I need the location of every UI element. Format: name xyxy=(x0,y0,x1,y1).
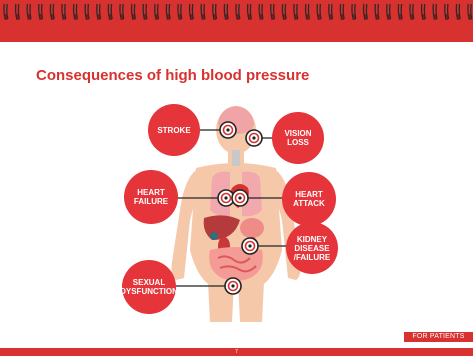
badge-vision-loss-label: VISION LOSS xyxy=(284,129,311,147)
badge-stroke-label: STROKE xyxy=(157,126,190,135)
badge-kidney-disease-label: KIDNEY DISEASE /FAILURE xyxy=(294,235,330,262)
badge-heart-failure: HEART FAILURE xyxy=(124,170,178,224)
badge-stroke: STROKE xyxy=(148,104,200,156)
badge-vision-loss: VISION LOSS xyxy=(272,112,324,164)
badge-heart-failure-label: HEART FAILURE xyxy=(134,188,168,206)
audience-tag: FOR PATIENTS xyxy=(404,332,473,342)
kidney-target-icon xyxy=(242,238,258,254)
stomach-organ xyxy=(240,218,264,238)
stroke-target-icon xyxy=(220,122,236,138)
badge-heart-attack: HEART ATTACK xyxy=(282,172,336,226)
gallbladder-organ xyxy=(210,232,218,240)
heart-attack-target-icon xyxy=(232,190,248,206)
page-number: 7 xyxy=(0,348,473,356)
badge-heart-attack-label: HEART ATTACK xyxy=(293,190,325,208)
badge-kidney-disease: KIDNEY DISEASE /FAILURE xyxy=(286,222,338,274)
badge-sexual-dysfunction: SEXUAL DYSFUNCTION xyxy=(122,260,176,314)
sexual-dysfunction-target-icon xyxy=(225,278,241,294)
badge-sexual-dysfunction-label: SEXUAL DYSFUNCTION xyxy=(120,278,178,296)
throat-organ xyxy=(232,150,240,166)
vision-target-icon xyxy=(246,130,262,146)
